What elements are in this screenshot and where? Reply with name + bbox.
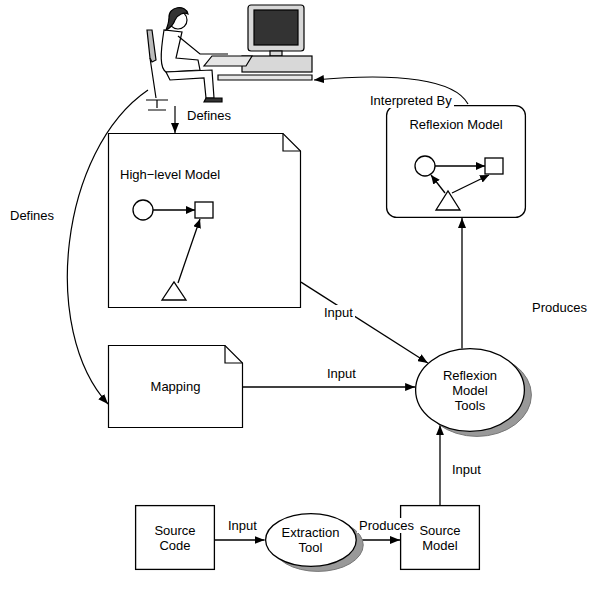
flow-arrow xyxy=(356,539,400,540)
flow-arrow xyxy=(439,425,440,505)
text-holder: Extraction Tool xyxy=(265,513,357,567)
text-holder: Source Code xyxy=(135,505,215,570)
text-holder: Reflexion Model xyxy=(386,117,526,132)
edge-label: Input xyxy=(325,366,358,381)
node-label: Source Model xyxy=(410,523,470,553)
edge-label: Input xyxy=(226,518,259,533)
arrow-label: Defines xyxy=(185,108,233,123)
mini-reflexion-diagram xyxy=(415,156,503,210)
text-holder: Mapping xyxy=(108,345,243,428)
mapping-document: Mapping xyxy=(108,345,243,428)
node-label: Extraction Tool xyxy=(275,525,345,555)
edge-label: Input xyxy=(322,305,355,320)
flow-arrow xyxy=(215,539,265,540)
artifact-box: Source Model xyxy=(400,505,480,570)
defines-arrow xyxy=(174,106,175,133)
arrow-label: Defines xyxy=(8,208,56,223)
reflexion-model-box: Reflexion Model xyxy=(386,105,526,218)
arrow-label: Interpreted By xyxy=(368,93,454,108)
mini-model-diagram xyxy=(133,200,213,300)
text-holder: High−level Model xyxy=(120,167,220,182)
node-label: High−level Model xyxy=(120,167,220,182)
node-label: Source Code xyxy=(145,523,205,553)
flow-arrow xyxy=(301,282,428,363)
artifact-box: Source Code xyxy=(135,505,215,570)
tool-ellipse: Extraction Tool xyxy=(265,513,357,567)
text-holder: Source Model xyxy=(400,505,480,570)
tool-ellipse: Reflexion Model Tools xyxy=(415,348,525,432)
document-model: High−level Model xyxy=(108,133,301,308)
flow-arrow xyxy=(243,386,415,387)
node-label: Reflexion Model Tools xyxy=(437,368,503,413)
edge-label: Produces xyxy=(530,300,589,315)
node-label: Mapping xyxy=(151,379,201,394)
edge-label: Input xyxy=(450,462,483,477)
node-label: Reflexion Model xyxy=(409,117,502,132)
edge-label: Produces xyxy=(357,518,416,533)
document-model-outline xyxy=(108,133,301,308)
user-at-computer xyxy=(146,5,312,110)
text-holder: Reflexion Model Tools xyxy=(415,348,525,432)
flow-arrow xyxy=(461,218,462,348)
